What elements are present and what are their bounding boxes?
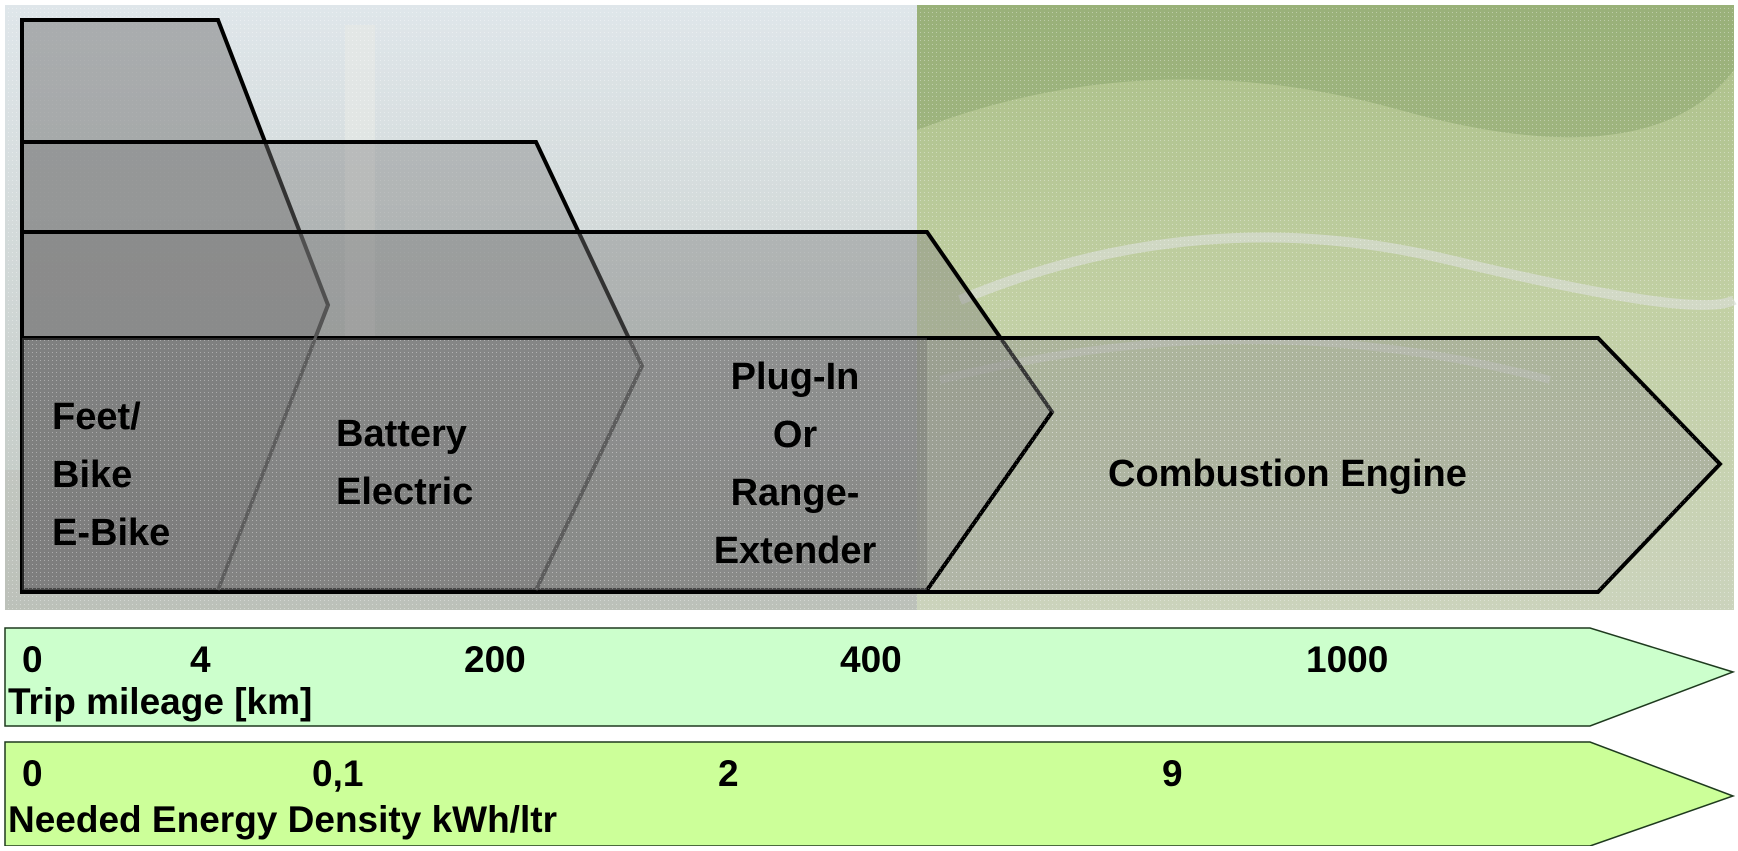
- energy-tick-9: 9: [1162, 753, 1183, 794]
- mileage-caption: Trip mileage [km]: [8, 681, 313, 722]
- mileage-tick-4: 4: [190, 639, 211, 680]
- tier-arrows: [20, 18, 1723, 594]
- tier-label-plug-in: Plug-In Or Range- Extender: [713, 356, 877, 572]
- tier-texture: [22, 338, 1720, 592]
- energy-tick-2: 2: [718, 753, 739, 794]
- tier-label-combustion-engine: Combustion Engine: [1108, 453, 1467, 495]
- mileage-tick-0: 0: [22, 639, 43, 680]
- mileage-tick-1000: 1000: [1306, 639, 1389, 680]
- energy-tick-0: 0: [22, 753, 43, 794]
- mileage-tick-200: 200: [464, 639, 526, 680]
- tier-label-battery-electric: Battery Electric: [336, 413, 474, 513]
- energy-density-arrow: [4, 741, 1736, 847]
- energy-tick-0-1: 0,1: [312, 753, 364, 794]
- mileage-arrow: [4, 627, 1736, 727]
- tier-label-feet-bike: Feet/ Bike E-Bike: [52, 396, 171, 554]
- mileage-tick-400: 400: [840, 639, 902, 680]
- energy-caption: Needed Energy Density kWh/ltr: [8, 799, 557, 840]
